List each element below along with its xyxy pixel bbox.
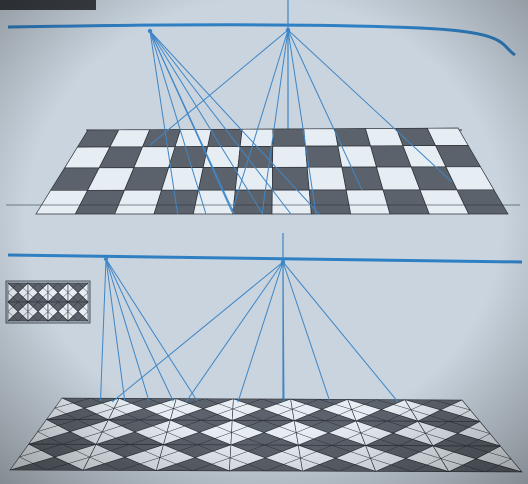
drawing-canvas bbox=[0, 0, 528, 484]
perspective-illustration bbox=[0, 0, 528, 484]
vignette bbox=[0, 0, 528, 484]
